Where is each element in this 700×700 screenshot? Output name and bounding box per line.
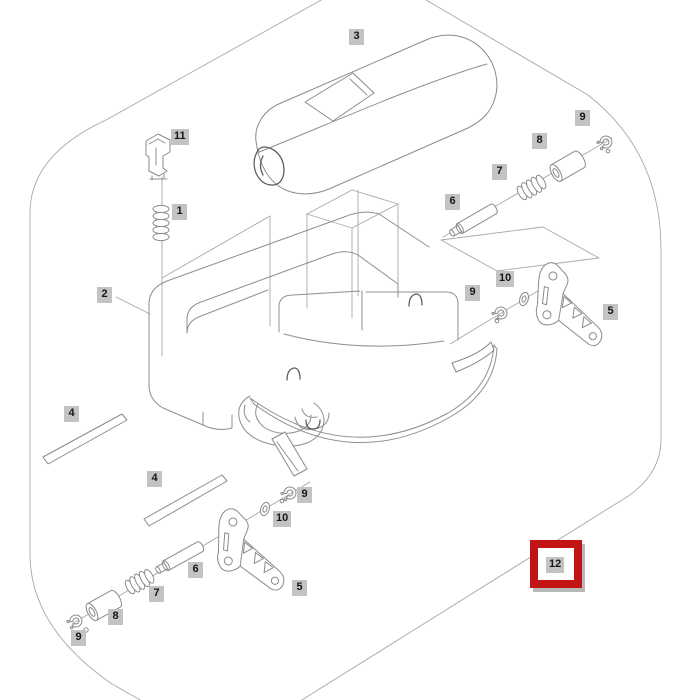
callout-7-top[interactable]: 7 [492, 164, 507, 180]
callout-5-right[interactable]: 5 [603, 304, 618, 320]
part-10-washer [258, 500, 272, 518]
hook-detail-icon [408, 293, 423, 307]
callout-2[interactable]: 2 [97, 287, 112, 303]
part-4-strips [42, 413, 228, 527]
part-1-spring [152, 204, 170, 242]
part-9-eclip [65, 612, 85, 631]
callout-6-top[interactable]: 6 [445, 194, 460, 210]
upper-right-roller-chain [447, 133, 615, 240]
callout-5-bottom[interactable]: 5 [292, 580, 307, 596]
callout-8-top[interactable]: 8 [532, 133, 547, 149]
callout-9-bottom-left[interactable]: 9 [71, 630, 86, 646]
callout-12-highlighted[interactable]: 12 [546, 557, 565, 573]
callout-7-bottom[interactable]: 7 [149, 586, 164, 602]
right-bracket-chain [490, 261, 606, 347]
enclosure-outline [29, 0, 662, 700]
callout-10-bottom[interactable]: 10 [273, 511, 292, 527]
callout-4-upper[interactable]: 4 [64, 406, 79, 422]
part-10-washer [517, 290, 531, 308]
callout-1[interactable]: 1 [172, 204, 187, 220]
hook-detail-icon [286, 367, 301, 381]
part-2-main-housing [148, 211, 498, 477]
part-3-top-cover [253, 34, 498, 195]
callout-10-right[interactable]: 10 [496, 271, 515, 287]
part-7-spring [514, 172, 549, 203]
callout-9-bottom-mid[interactable]: 9 [297, 487, 312, 503]
callout-9-right[interactable]: 9 [465, 285, 480, 301]
hook-detail-icon [305, 419, 321, 430]
callout-8-bottom[interactable]: 8 [108, 609, 123, 625]
callout-4-lower[interactable]: 4 [147, 471, 162, 487]
part-8-roller [547, 148, 589, 184]
callout-6-bottom[interactable]: 6 [188, 562, 203, 578]
callout-11[interactable]: 11 [171, 129, 189, 145]
part-11-clip [145, 133, 171, 181]
callout-9-top[interactable]: 9 [575, 110, 590, 126]
callout-3[interactable]: 3 [349, 29, 364, 45]
part-5-bracket [534, 261, 606, 347]
